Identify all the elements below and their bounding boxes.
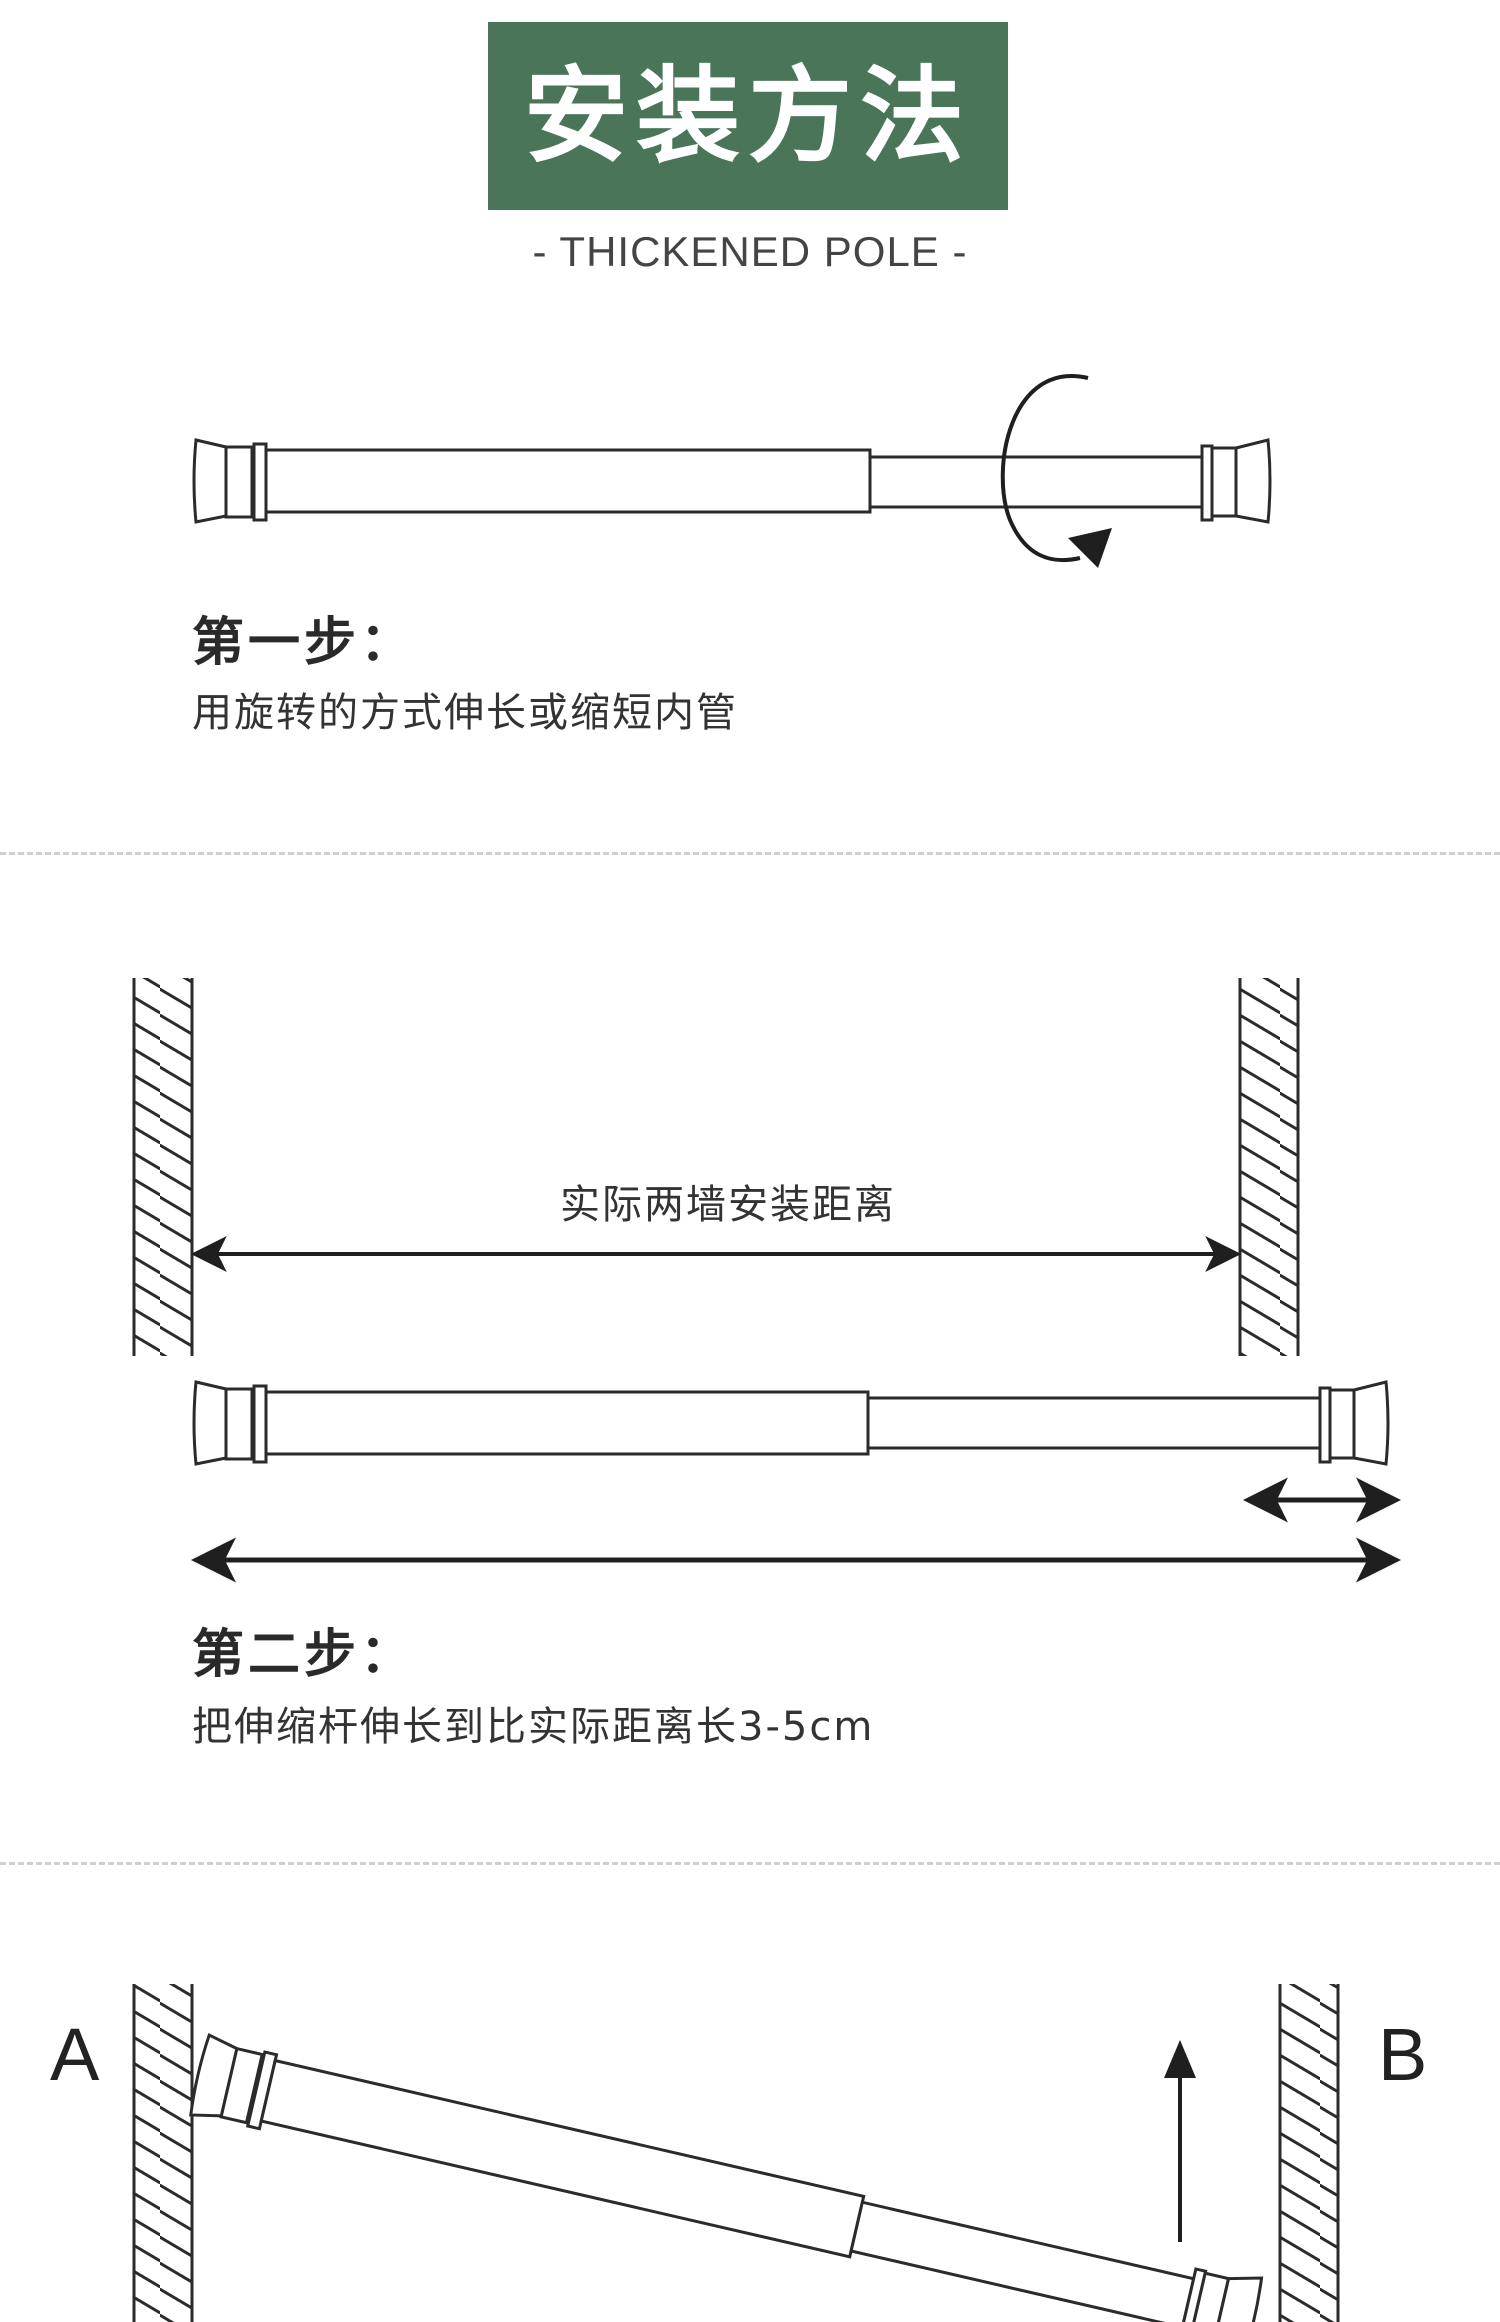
step3-wall-b <box>1278 1984 1340 2322</box>
rotate-arrow-icon <box>1000 374 1112 568</box>
step1-title: 第一步： <box>192 613 417 673</box>
divider <box>0 1862 1500 1865</box>
step2-pole <box>192 1380 1390 1466</box>
divider <box>0 852 1500 855</box>
page-subtitle: - THICKENED POLE - <box>532 228 968 275</box>
step3-pole <box>189 2032 1264 2322</box>
step2-left-wall <box>132 978 194 1356</box>
step2-description: 把伸缩杆伸长到比实际距离长3-5cm <box>192 1704 875 1750</box>
step1-description: 用旋转的方式伸长或缩短内管 <box>192 690 738 736</box>
step3-wall-a <box>132 1984 194 2322</box>
step2-title: 第二步： <box>192 1625 417 1685</box>
up-arrow-icon <box>1164 2040 1196 2242</box>
step2-right-wall <box>1238 978 1300 1356</box>
title-banner: 安装方法 <box>488 22 1008 210</box>
page-title: 安装方法 <box>523 55 972 177</box>
wall-b-label: B <box>1378 2013 1428 2096</box>
distance-label: 实际两墙安装距离 <box>560 1182 896 1228</box>
step1-pole <box>192 438 1272 524</box>
wall-a-label: A <box>50 2013 100 2096</box>
